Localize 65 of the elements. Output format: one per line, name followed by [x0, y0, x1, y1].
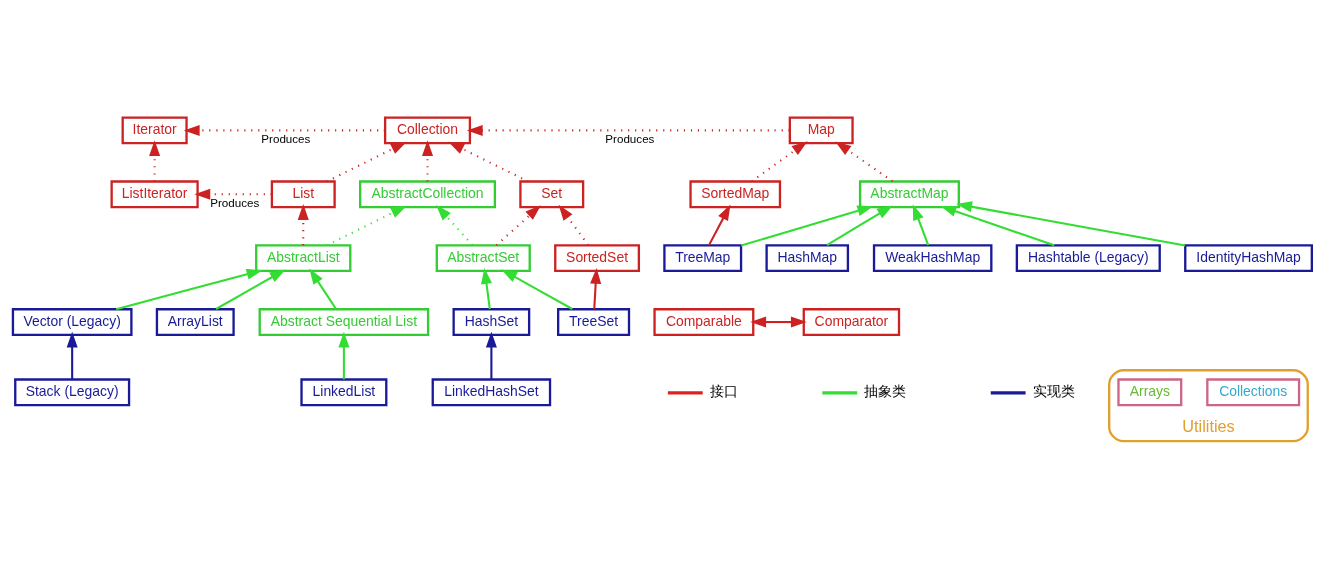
arrow	[326, 141, 407, 182]
node-box: IdentityHashMap	[1184, 243, 1313, 272]
arrow	[183, 124, 385, 136]
node-box: Iterator	[121, 116, 188, 144]
arrow	[826, 204, 893, 246]
legend-label: 抽象类	[864, 382, 907, 399]
node-box: AbstractList	[255, 243, 352, 272]
edge-label: Produces	[261, 131, 311, 145]
arrow	[466, 124, 790, 136]
node-box: Comparable	[653, 307, 755, 336]
node-box: Abstract Sequential List	[258, 307, 430, 336]
node-box: ListIterator	[110, 179, 199, 208]
node-box: HashSet	[452, 307, 531, 336]
arrow	[940, 205, 1055, 246]
node-box: Collection	[383, 116, 472, 144]
arrow	[835, 140, 894, 182]
node-box: Collections	[1206, 377, 1301, 406]
edge-label: Produces	[605, 131, 655, 145]
arrow	[750, 316, 807, 328]
arrow	[501, 268, 573, 310]
arrow	[485, 331, 497, 379]
node-box: List	[270, 179, 336, 208]
arrow	[751, 140, 808, 182]
arrow	[740, 204, 874, 247]
node-box: LinkedHashSet	[431, 377, 552, 406]
arrow	[481, 267, 492, 309]
node-box: Comparator	[802, 307, 901, 336]
node-box: LinkedList	[300, 377, 388, 406]
arrow	[194, 188, 272, 200]
node-box: Vector (Legacy)	[11, 307, 133, 336]
node-box: SortedMap	[689, 179, 782, 208]
node-box: Hashtable (Legacy)	[1015, 243, 1161, 272]
arrow	[115, 268, 263, 310]
arrow	[326, 205, 407, 246]
arrow	[421, 139, 434, 181]
arrow	[309, 268, 337, 310]
node-box: Set	[519, 179, 585, 208]
node-box: SortedSet	[554, 243, 641, 272]
arrow	[149, 139, 161, 181]
arrow	[215, 268, 286, 310]
node-box: AbstractMap	[858, 179, 960, 208]
arrow	[590, 267, 602, 309]
arrow	[495, 204, 541, 246]
arrow	[436, 204, 474, 246]
node-box: ArrayList	[155, 307, 235, 336]
node-box: TreeMap	[663, 243, 743, 272]
arrow	[338, 331, 350, 379]
node-box: Stack (Legacy)	[14, 377, 131, 406]
arrow	[448, 141, 529, 182]
arrow	[558, 204, 590, 246]
node-box: TreeSet	[557, 307, 631, 336]
arrow	[297, 203, 309, 245]
node-box: Map	[788, 116, 854, 144]
node-box: Arrays	[1117, 377, 1183, 406]
legend-label: 实现类	[1032, 382, 1075, 399]
node-box: AbstractCollection	[359, 179, 497, 208]
node-box: AbstractSet	[435, 243, 531, 272]
arrow	[66, 331, 78, 379]
arrow	[912, 203, 930, 245]
edge-label: Produces	[210, 195, 260, 209]
node-box: WeakHashMap	[872, 243, 993, 272]
arrow	[708, 204, 731, 246]
legend-label: 接口	[709, 382, 738, 399]
node-box: HashMap	[765, 243, 850, 272]
arrow	[956, 200, 1186, 246]
